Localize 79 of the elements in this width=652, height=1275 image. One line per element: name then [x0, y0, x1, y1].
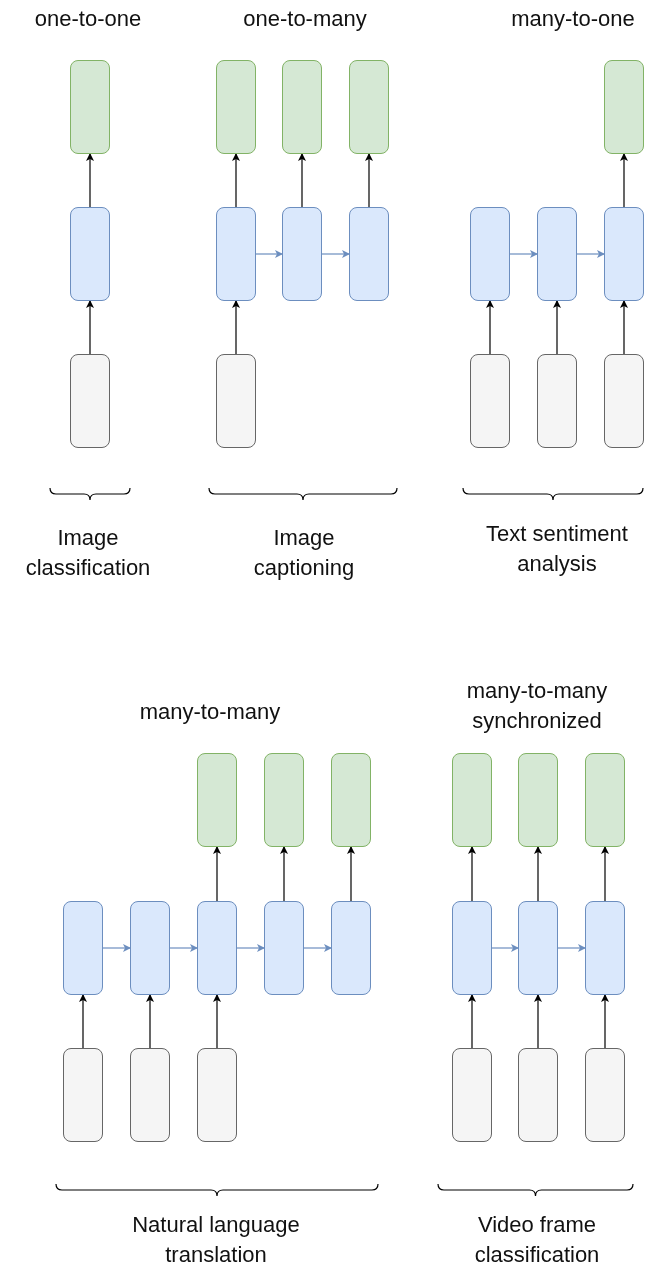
output-box [216, 60, 256, 154]
input-box [585, 1048, 625, 1142]
output-box [331, 753, 371, 847]
output-box [349, 60, 389, 154]
arrow [491, 944, 519, 952]
input-box [197, 1048, 237, 1142]
arrow [468, 994, 476, 1049]
arrow [79, 994, 87, 1049]
hidden-state-box [537, 207, 577, 301]
hidden-state-box [197, 901, 237, 995]
pattern-title: many-to-one [510, 5, 636, 33]
output-box [585, 753, 625, 847]
hidden-state-box [130, 901, 170, 995]
arrow [601, 846, 609, 902]
arrow [255, 250, 283, 258]
arrow [321, 250, 350, 258]
arrow [232, 153, 240, 208]
arrow [213, 994, 221, 1049]
pattern-title: one-to-many [242, 5, 368, 33]
hidden-state-box [518, 901, 558, 995]
arrow [509, 250, 538, 258]
arrow [486, 300, 494, 355]
arrow [534, 994, 542, 1049]
task-caption: Natural language translation [131, 1211, 301, 1269]
arrow [601, 994, 609, 1049]
pattern-title: many-to-many synchronized [465, 677, 609, 735]
task-caption: Image classification [24, 524, 152, 582]
arrow [213, 846, 221, 902]
pattern-title: one-to-one [33, 5, 143, 33]
output-box [282, 60, 322, 154]
input-box [63, 1048, 103, 1142]
input-box [130, 1048, 170, 1142]
arrow [102, 944, 131, 952]
arrow [146, 994, 154, 1049]
arrow [232, 300, 240, 355]
output-box [70, 60, 110, 154]
input-box [518, 1048, 558, 1142]
task-caption: Video frame classification [473, 1211, 601, 1269]
hidden-state-box [470, 207, 510, 301]
input-box [604, 354, 644, 448]
hidden-state-box [585, 901, 625, 995]
arrow [86, 300, 94, 355]
arrow [468, 846, 476, 902]
arrow [620, 300, 628, 355]
arrow [557, 944, 586, 952]
input-box [70, 354, 110, 448]
hidden-state-box [604, 207, 644, 301]
output-box [452, 753, 492, 847]
arrow [86, 153, 94, 208]
arrow [534, 846, 542, 902]
output-box [604, 60, 644, 154]
hidden-state-box [331, 901, 371, 995]
arrow [169, 944, 198, 952]
task-caption: Image captioning [252, 524, 356, 582]
input-box [452, 1048, 492, 1142]
pattern-title: many-to-many [138, 698, 282, 726]
arrow [280, 846, 288, 902]
output-box [197, 753, 237, 847]
arrow [553, 300, 561, 355]
arrow [303, 944, 332, 952]
hidden-state-box [349, 207, 389, 301]
output-box [264, 753, 304, 847]
arrow [576, 250, 605, 258]
arrow [298, 153, 306, 208]
hidden-state-box [452, 901, 492, 995]
hidden-state-box [282, 207, 322, 301]
hidden-state-box [264, 901, 304, 995]
hidden-state-box [216, 207, 256, 301]
input-box [537, 354, 577, 448]
input-box [216, 354, 256, 448]
arrow [347, 846, 355, 902]
output-box [518, 753, 558, 847]
arrow [236, 944, 265, 952]
arrow [365, 153, 373, 208]
hidden-state-box [63, 901, 103, 995]
task-caption: Text sentiment analysis [485, 520, 629, 578]
hidden-state-box [70, 207, 110, 301]
arrow [620, 153, 628, 208]
input-box [470, 354, 510, 448]
